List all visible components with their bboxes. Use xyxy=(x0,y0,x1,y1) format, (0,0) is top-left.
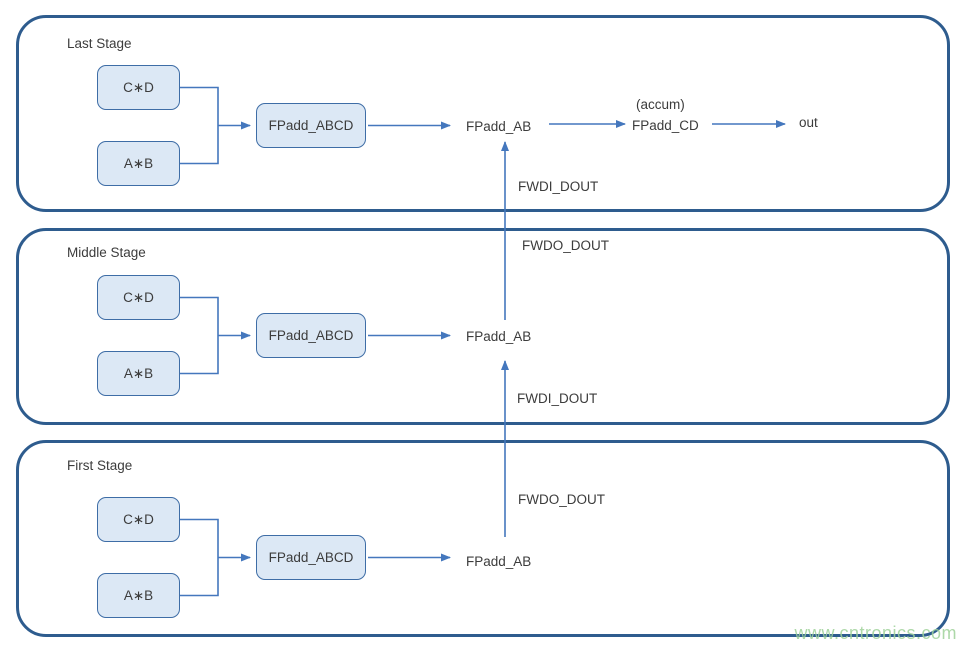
middle-ab-multiplier-label: A∗B xyxy=(123,365,154,381)
middle-cd-multiplier-label: C∗D xyxy=(123,289,154,305)
first-fpadd-ab-label: FPadd_AB xyxy=(466,554,532,569)
first-cd-multiplier-box: C∗D xyxy=(97,497,180,542)
first-fwdo-dout-label: FWDO_DOUT xyxy=(518,492,605,507)
last-cd-multiplier-box: C∗D xyxy=(97,65,180,110)
middle-fpadd-abcd-label: FPadd_ABCD xyxy=(268,328,354,343)
fpadd-cd-label: FPadd_CD xyxy=(632,118,699,133)
first-fpadd-abcd-box: FPadd_ABCD xyxy=(256,535,366,580)
last-fpadd-abcd-label: FPadd_ABCD xyxy=(268,118,354,133)
last-ab-multiplier-box: A∗B xyxy=(97,141,180,186)
first-ab-multiplier-box: A∗B xyxy=(97,573,180,618)
middle-ab-multiplier-box: A∗B xyxy=(97,351,180,396)
middle-fwdi-dout-label: FWDI_DOUT xyxy=(517,391,598,406)
out-label: out xyxy=(799,115,818,130)
last-fpadd-abcd-box: FPadd_ABCD xyxy=(256,103,366,148)
first-cd-multiplier-label: C∗D xyxy=(123,511,154,527)
first-fpadd-abcd-label: FPadd_ABCD xyxy=(268,550,354,565)
stage-middle-title: Middle Stage xyxy=(67,245,146,260)
last-cd-multiplier-label: C∗D xyxy=(123,79,154,95)
accum-note-label: (accum) xyxy=(636,97,685,112)
last-ab-multiplier-label: A∗B xyxy=(123,155,154,171)
middle-fpadd-ab-label: FPadd_AB xyxy=(466,329,532,344)
last-fpadd-ab-label: FPadd_AB xyxy=(466,119,532,134)
watermark: www.cntronics.com xyxy=(794,623,957,643)
middle-fwdo-dout-label: FWDO_DOUT xyxy=(522,238,609,253)
stage-first-title: First Stage xyxy=(67,458,133,473)
middle-fpadd-abcd-box: FPadd_ABCD xyxy=(256,313,366,358)
middle-cd-multiplier-box: C∗D xyxy=(97,275,180,320)
last-fwdi-dout-label: FWDI_DOUT xyxy=(518,179,599,194)
first-ab-multiplier-label: A∗B xyxy=(123,587,154,603)
stage-last-title: Last Stage xyxy=(67,36,132,51)
